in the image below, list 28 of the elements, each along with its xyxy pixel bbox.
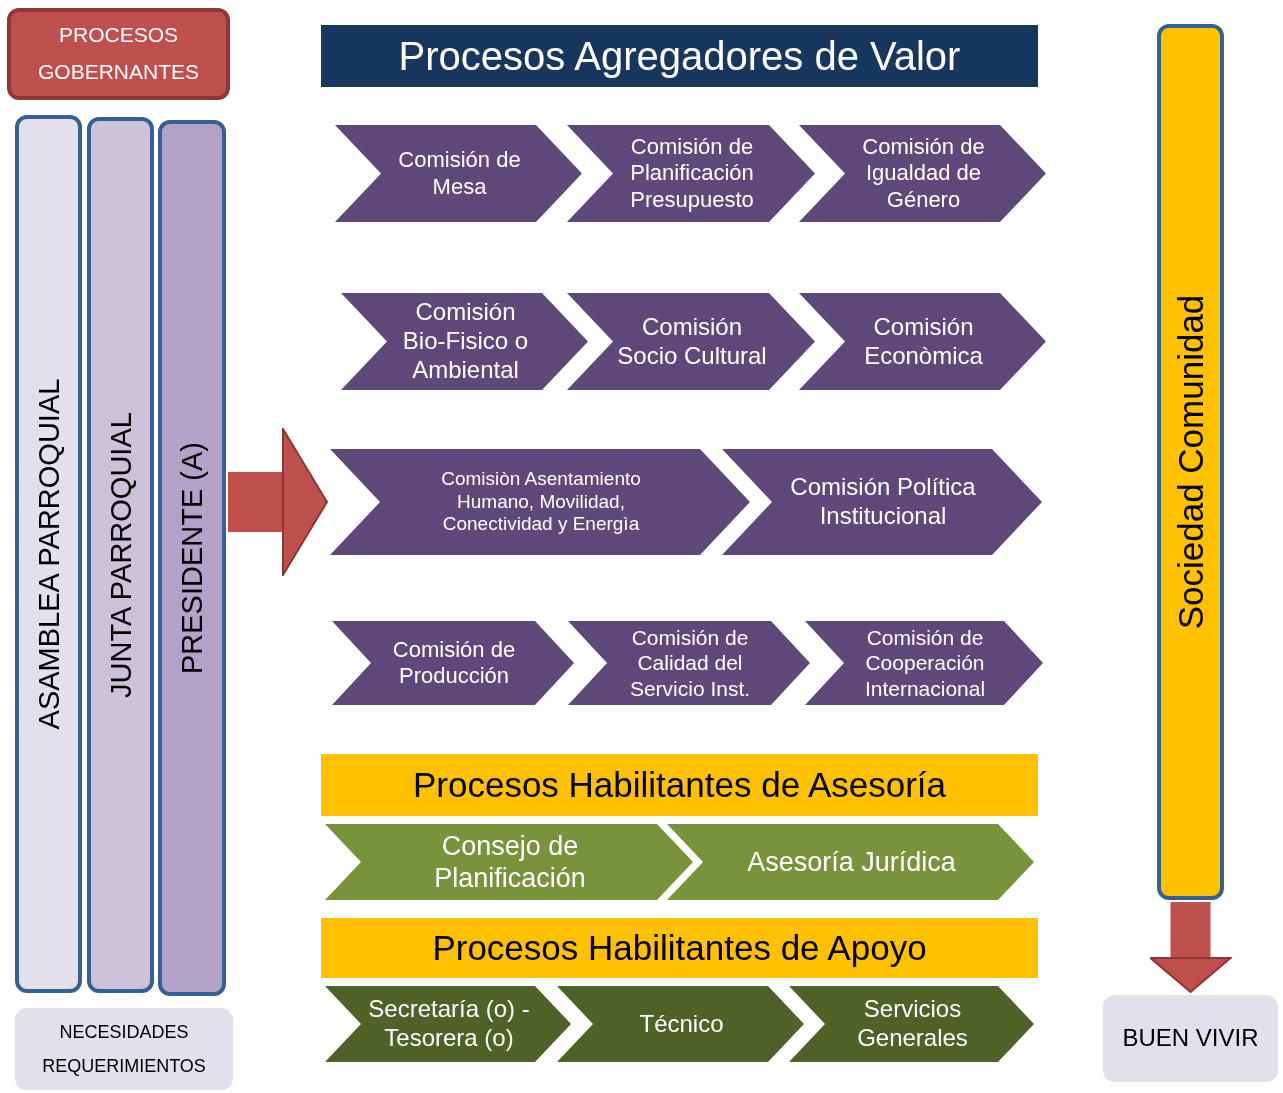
process-step-shape: Comisión de Igualdad de Género — [799, 125, 1046, 222]
vertical-process-bar: PRESIDENTE (A) — [158, 120, 226, 996]
process-step-shape: Comisión Bio-Fisico o Ambiental — [341, 293, 588, 390]
process-step-shape: Comisión de Planificación Presupuesto — [567, 125, 815, 222]
process-heading-box: PROCESOS GOBERNANTES — [7, 8, 230, 100]
process-step-shape: Comisión de Cooperación Internacional — [805, 621, 1043, 705]
process-step-shape: Secretaría (o) - Tesorera (o) — [325, 986, 571, 1062]
process-step-shape: Comisión Econòmica — [799, 293, 1046, 390]
block-arrow — [228, 428, 328, 576]
outcome-box: BUEN VIVIR — [1103, 995, 1278, 1082]
section-banner: Procesos Agregadores de Valor — [321, 25, 1038, 87]
process-step-shape: Comisión de Mesa — [335, 125, 582, 222]
process-step-shape: Asesoría Jurídica — [667, 824, 1034, 900]
block-arrow — [1149, 902, 1232, 993]
process-step-shape: Técnico — [557, 986, 804, 1062]
process-step-shape: Servicios Generales — [789, 986, 1034, 1062]
vertical-process-bar: Sociedad Comunidad — [1157, 24, 1224, 900]
process-step-shape: Comisión de Producción — [332, 621, 574, 705]
process-step-shape: Comisión Política Institucional — [722, 449, 1042, 555]
process-step-shape: Consejo de Planificación — [325, 824, 693, 900]
process-step-shape: Comisión de Calidad del Servicio Inst. — [568, 621, 810, 705]
process-step-shape: Comisiòn Asentamiento Humano, Movilidad, Conectividad y Energìa — [330, 449, 750, 555]
process-step-shape: Comisión Socio Cultural — [567, 293, 815, 390]
section-banner: Procesos Habilitantes de Asesoría — [321, 754, 1038, 816]
vertical-process-bar: ASAMBLEA PARROQUIAL — [15, 115, 82, 993]
outcome-box: NECESIDADES REQUERIMIENTOS — [15, 1008, 233, 1090]
section-banner: Procesos Habilitantes de Apoyo — [321, 918, 1038, 978]
vertical-process-bar: JUNTA PARROQUIAL — [87, 117, 154, 993]
